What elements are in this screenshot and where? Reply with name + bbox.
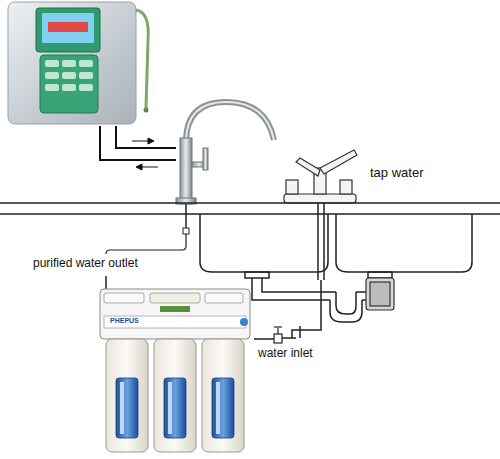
- tube-fitting: [183, 228, 189, 234]
- brand-label: PHEPUS: [110, 317, 139, 325]
- tap-faucet: [284, 150, 357, 203]
- inlet-tube: [254, 338, 274, 340]
- connection-tubes: [100, 126, 176, 160]
- water-ionizer: [8, 2, 149, 124]
- drain-pipes: [252, 278, 366, 322]
- callout-label: purified water outlet: [33, 257, 138, 271]
- supply-pipes: [280, 203, 324, 338]
- purified-faucet: [176, 102, 274, 204]
- outlet-tube: [106, 234, 186, 254]
- garbage-disposal: [366, 278, 394, 310]
- leader-line: [105, 276, 107, 290]
- callout-label: tap water: [370, 166, 423, 181]
- filter-unit: [100, 289, 250, 452]
- flow-arrows: [132, 138, 158, 170]
- inlet-valve: [274, 327, 282, 343]
- sink-basin: [200, 214, 472, 278]
- countertop: [0, 203, 500, 214]
- callout-label: water inlet: [258, 347, 313, 361]
